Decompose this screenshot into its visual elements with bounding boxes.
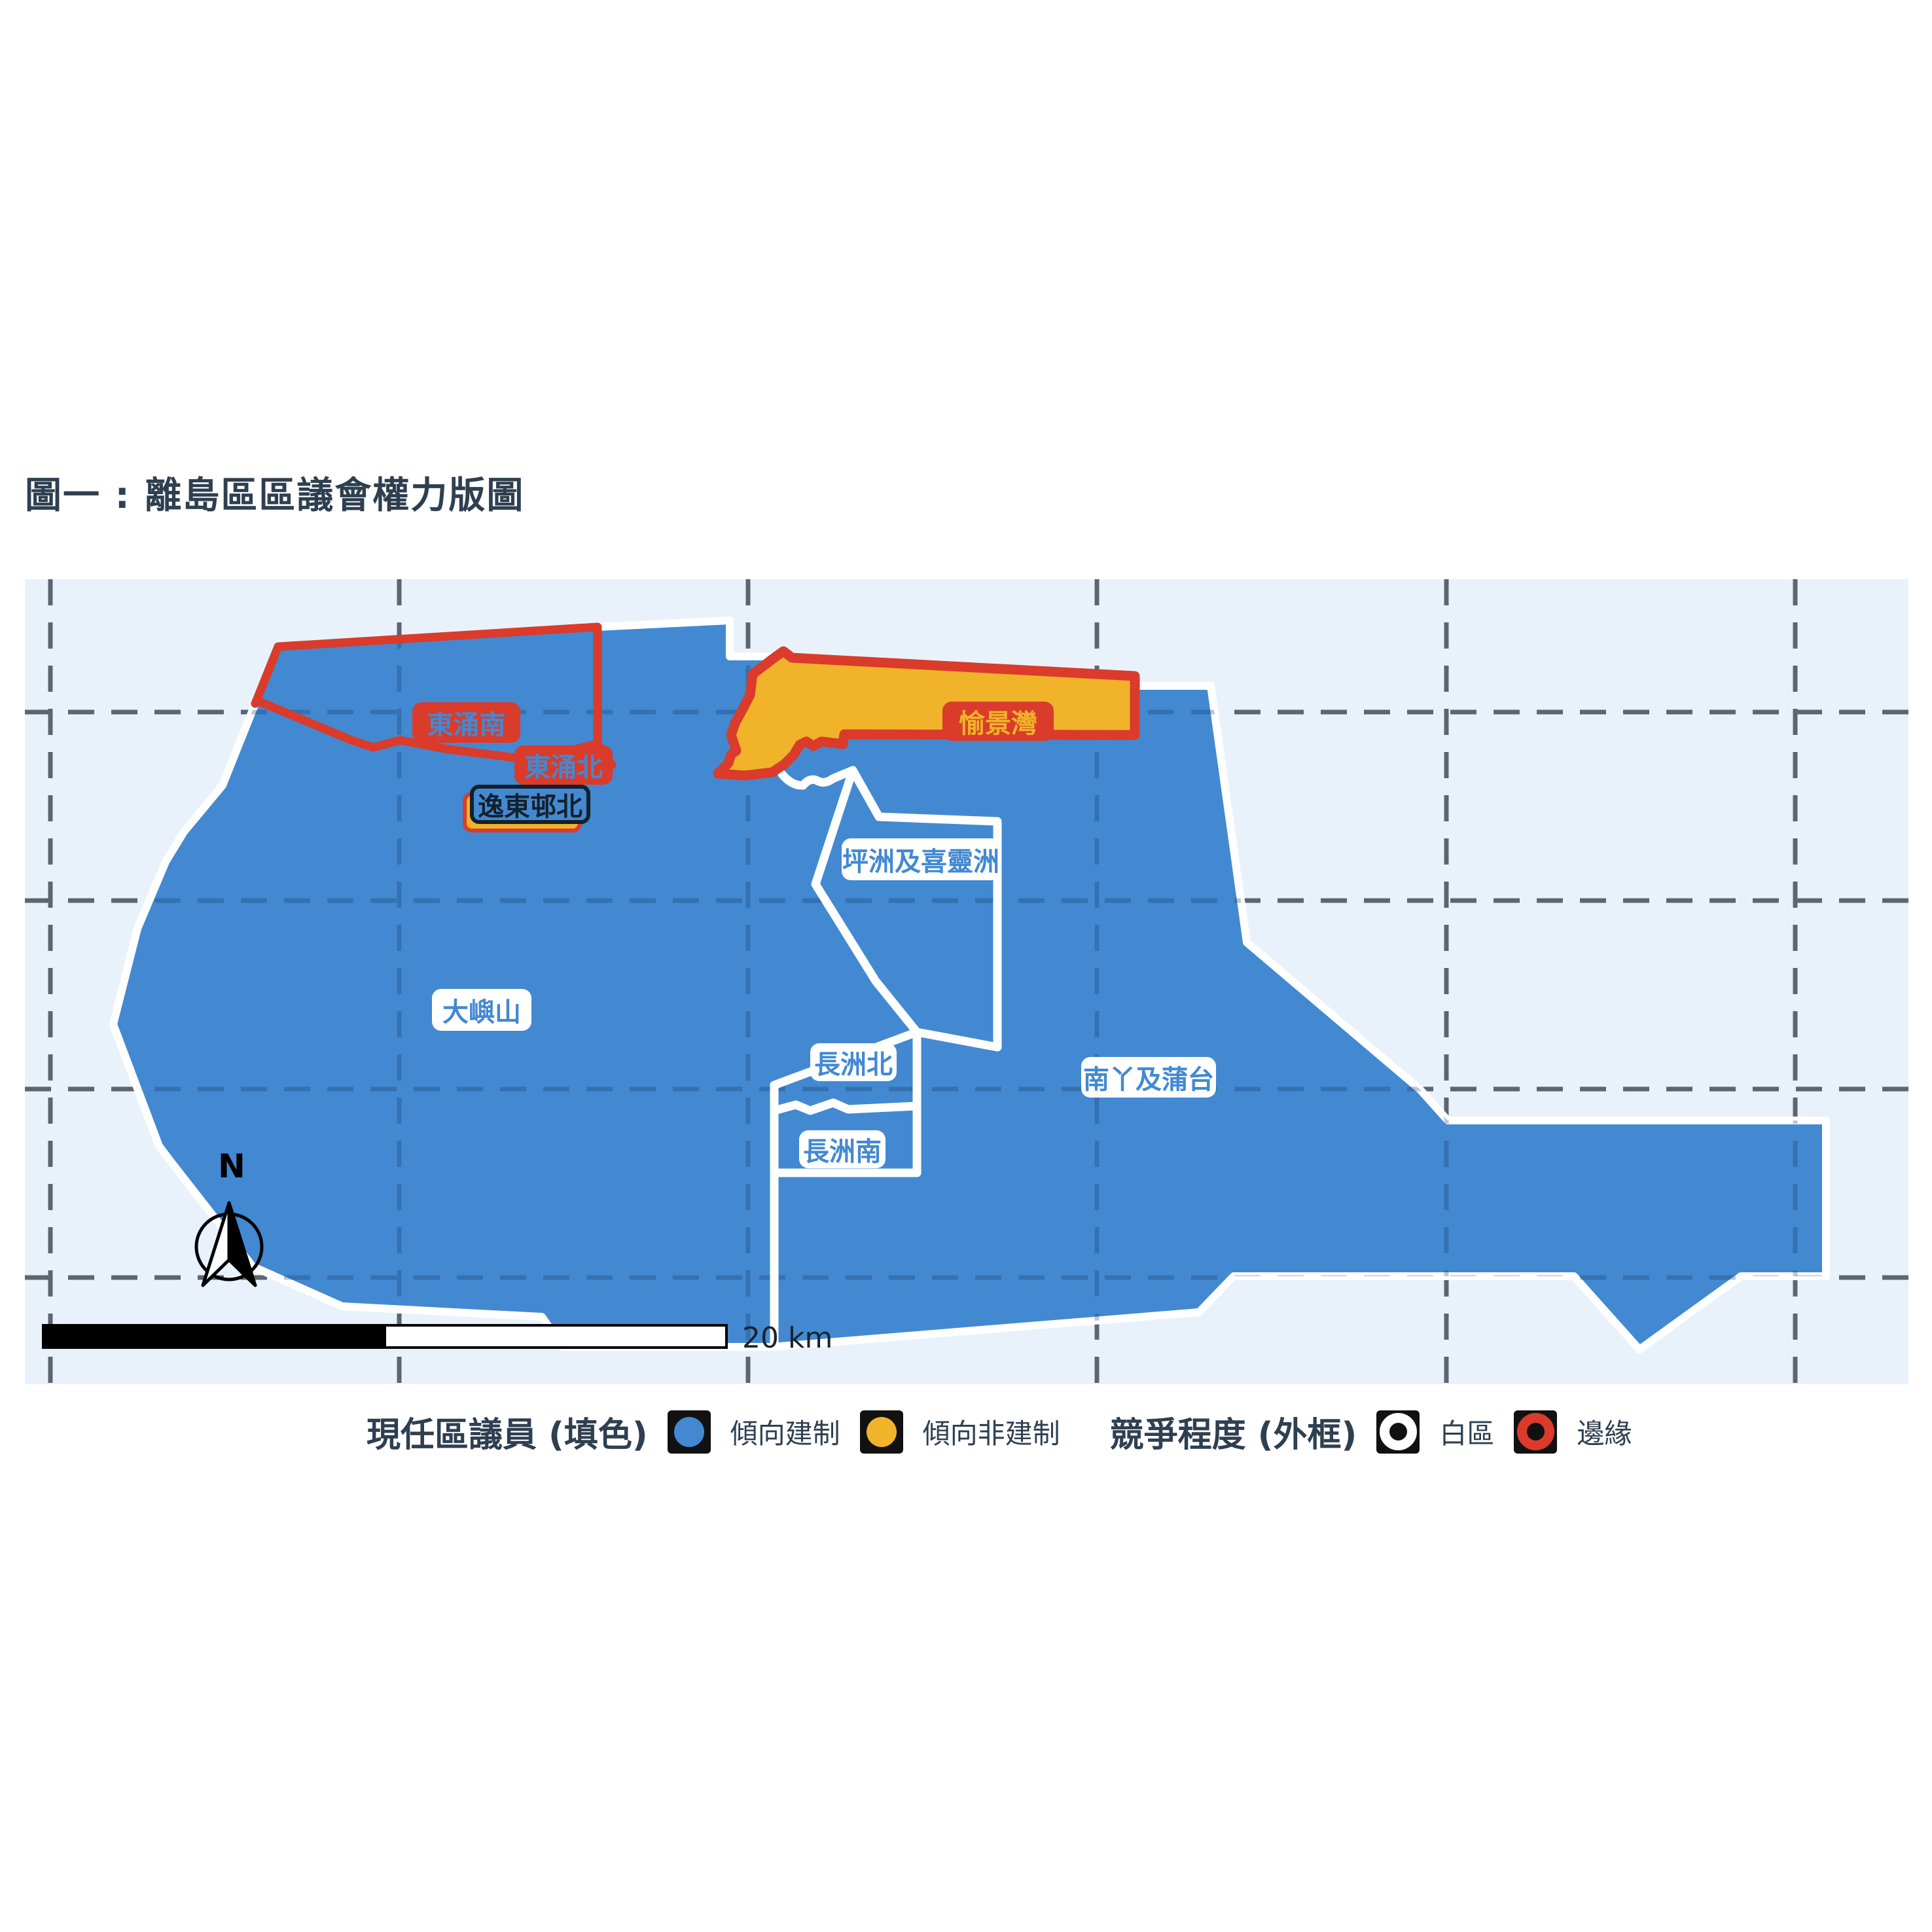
label-peng-chau-text: 坪洲及喜靈洲: [842, 847, 999, 877]
boundary-cheung-chau-divider: [770, 1098, 921, 1115]
label-lamma-po-toi: 南丫及蒲台: [1081, 1057, 1216, 1098]
legend-swatch-marginal: [1514, 1410, 1558, 1454]
label-discovery-bay: 愉景灣: [942, 702, 1054, 741]
marginal-outline-icon: [1516, 1413, 1554, 1450]
pro-establishment-fill-icon: [673, 1416, 704, 1447]
boundary-coast-wavy: [778, 766, 857, 790]
label-tung-chung-south: 東涌南: [412, 702, 520, 743]
label-cheung-chau-south-text: 長洲南: [803, 1137, 882, 1167]
legend-swatch-uncontested: [1376, 1410, 1420, 1454]
discovery-bay-region: [713, 646, 1140, 781]
legend-label-marginal: 邊緣: [1577, 1418, 1632, 1450]
legend-label-non-establishment: 傾向非建制: [922, 1418, 1060, 1450]
label-peng-chau-hei-ling-chau: 坪洲及喜靈洲: [842, 838, 1000, 880]
uncontested-outline-icon: [1379, 1413, 1417, 1450]
legend-label-pro-establishment: 傾向建制: [730, 1418, 840, 1450]
compass-needle-east: [227, 1201, 257, 1287]
label-yat-tung-text: 逸東邨北: [478, 792, 582, 822]
label-tung-chung-north-text: 東涌北: [524, 753, 603, 783]
label-tung-chung-south-text: 東涌南: [427, 710, 506, 740]
label-yat-tung-estate-north: 逸東邨北: [470, 785, 590, 824]
compass-rose: [194, 1201, 264, 1287]
label-lantau: 大嶼山: [432, 989, 531, 1031]
non-establishment-fill-icon: [866, 1416, 897, 1447]
legend-outline-title: 競爭程度 (外框): [1109, 1416, 1357, 1455]
boundary-peng-chau: [811, 766, 1002, 1052]
legend-swatch-pro-establishment: [667, 1410, 711, 1454]
compass-north-label: N: [218, 1147, 245, 1185]
map-panel: 東涌南 東涌北 逸東邨北 愉景灣 大嶼山 坪洲及喜靈洲 長洲北 長洲南 南丫及蒲…: [25, 579, 1908, 1384]
scale-bar-label: 20 km: [742, 1321, 833, 1355]
scale-bar: [42, 1324, 728, 1349]
legend-label-uncontested: 白區: [1439, 1418, 1495, 1450]
legend-swatch-non-establishment: [859, 1410, 903, 1454]
legend: 現任區議員 (填色) 傾向建制 傾向非建制 競爭程度 (外框) 白區 邊緣: [367, 1407, 1632, 1456]
label-cheung-chau-south: 長洲南: [799, 1130, 885, 1168]
label-tung-chung-north: 東涌北: [514, 745, 613, 785]
tung-chung-south-outline: [251, 622, 602, 764]
page-title: 圖一 : 離島區區議會權力版圖: [25, 474, 525, 517]
map-svg: [25, 579, 1908, 1384]
label-cheung-chau-north-text: 長洲北: [814, 1050, 893, 1080]
label-discovery-bay-text: 愉景灣: [959, 709, 1037, 739]
label-lamma-po-toi-text: 南丫及蒲台: [1083, 1065, 1214, 1095]
label-cheung-chau-north: 長洲北: [810, 1043, 897, 1081]
label-lantau-text: 大嶼山: [442, 997, 521, 1028]
legend-fill-title: 現任區議員 (填色): [367, 1416, 648, 1455]
